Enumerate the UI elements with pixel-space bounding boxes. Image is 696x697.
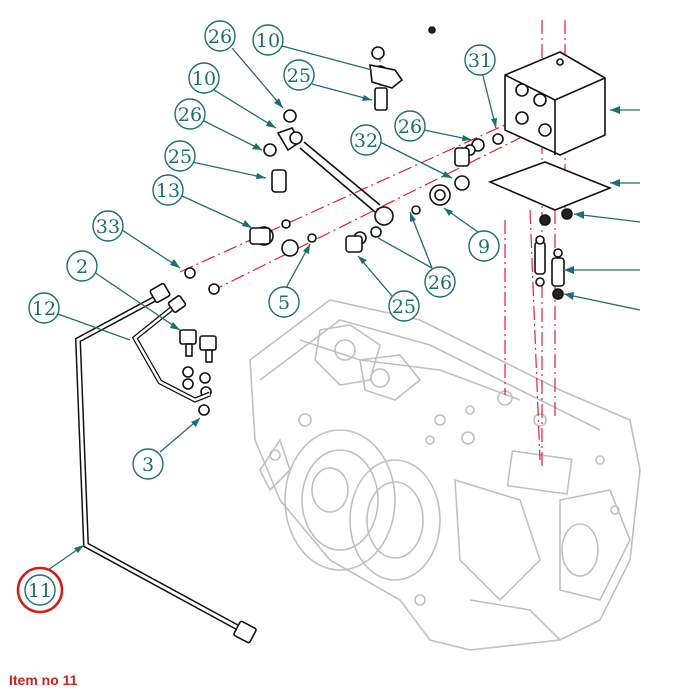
callout-26[interactable]: 26: [398, 116, 422, 138]
leader-lines: [47, 45, 641, 571]
callout-11-highlighted[interactable]: 11: [28, 580, 52, 602]
callout-32[interactable]: 32: [354, 130, 378, 152]
callout-5[interactable]: 5: [278, 292, 290, 314]
gasket-plate: [487, 161, 613, 211]
callout-33[interactable]: 33: [96, 216, 120, 238]
callout-2[interactable]: 2: [76, 256, 88, 278]
callout-26[interactable]: 26: [178, 104, 202, 126]
callout-25[interactable]: 25: [287, 65, 311, 87]
callout-31[interactable]: 31: [468, 50, 492, 72]
callout-13[interactable]: 13: [156, 180, 180, 202]
callout-labels: 26 10 25 10 26 25 13 33 2 12 3 31 26 32 …: [28, 26, 492, 602]
leader-arrowheads: [74, 95, 620, 553]
valve-block: [504, 51, 606, 156]
callout-10[interactable]: 10: [256, 30, 280, 52]
callout-26[interactable]: 26: [208, 26, 232, 48]
callout-25[interactable]: 25: [168, 146, 192, 168]
callout-10[interactable]: 10: [192, 68, 216, 90]
highlight-ring: [16, 566, 64, 614]
callout-9[interactable]: 9: [478, 236, 490, 258]
callout-12[interactable]: 12: [32, 298, 56, 320]
exploded-parts-diagram: 26 10 25 10 26 25 13 33 2 12 3 31 26 32 …: [16, 20, 641, 651]
item-caption: Item no 11: [9, 672, 78, 688]
components: [74, 26, 613, 644]
callout-25[interactable]: 25: [392, 296, 416, 318]
callout-circles: [24, 20, 500, 606]
callout-3[interactable]: 3: [142, 454, 154, 476]
pipe-12: [131, 304, 211, 403]
callout-26[interactable]: 26: [428, 272, 452, 294]
gearbox-housing: [249, 299, 641, 651]
